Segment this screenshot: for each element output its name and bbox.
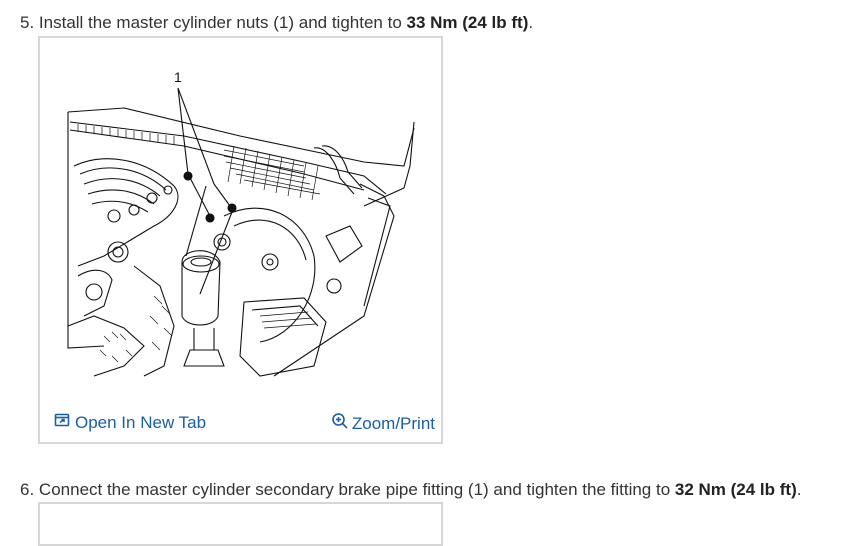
- step-5-instruction: 5. Install the master cylinder nuts (1) …: [20, 12, 533, 34]
- step-6-instruction: 6. Connect the master cylinder secondary…: [20, 479, 801, 501]
- zoom-print-label: Zoom/Print: [351, 414, 435, 433]
- step-number: 6.: [20, 480, 35, 499]
- step-text-end: .: [528, 13, 534, 32]
- figure-box: 1: [38, 36, 443, 444]
- open-new-tab-icon: [54, 412, 70, 434]
- step-number: 5.: [20, 13, 35, 32]
- step-text: Install the master cylinder nuts (1) and…: [38, 13, 407, 32]
- step-text-end: .: [796, 480, 802, 499]
- zoom-in-icon: [331, 412, 349, 436]
- master-cylinder-illustration: 1: [67, 69, 415, 377]
- open-in-new-tab-label: Open In New Tab: [75, 413, 207, 432]
- torque-spec: 32 Nm (24 lb ft): [674, 480, 797, 499]
- torque-spec: 33 Nm (24 lb ft): [406, 13, 529, 32]
- step-text: Connect the master cylinder secondary br…: [38, 480, 675, 499]
- callout-number: 1: [174, 69, 182, 85]
- zoom-print-link[interactable]: Zoom/Print: [331, 412, 435, 436]
- open-in-new-tab-link[interactable]: Open In New Tab: [54, 412, 206, 434]
